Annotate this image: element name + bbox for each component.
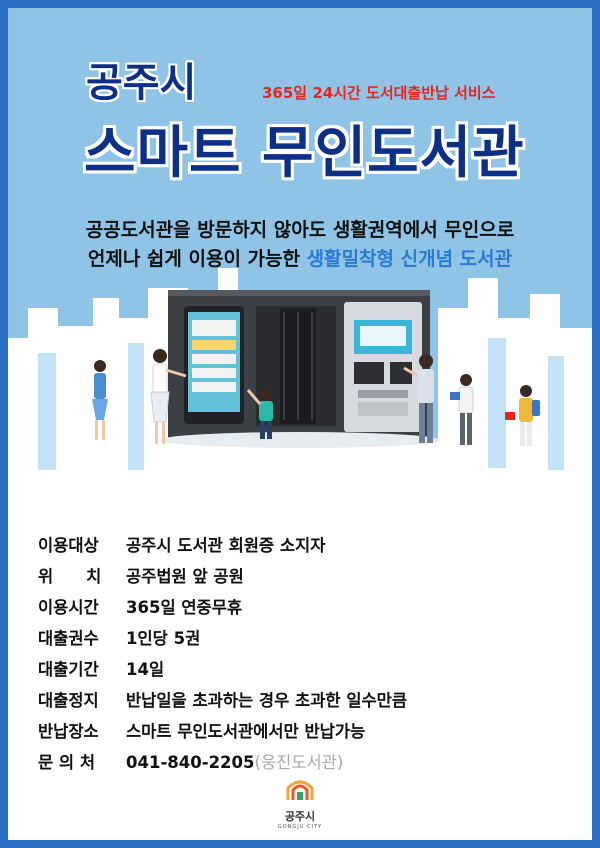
info-value: 365일 연중무휴 xyxy=(126,598,243,617)
title-city-name: 공주시 xyxy=(86,60,197,106)
info-value: 공주법원 앞 공원 xyxy=(126,567,244,586)
info-label: 대출권수 xyxy=(38,629,99,648)
info-value: 반납일을 초과하는 경우 초과한 일수만큼 xyxy=(126,691,408,710)
info-value: 14일 xyxy=(126,660,165,679)
info-label: 문 의 처 xyxy=(38,753,96,772)
title-smart-library: 스마트 무인도서관 xyxy=(84,121,525,186)
info-value: 스마트 무인도서관에서만 반납가능 xyxy=(126,722,366,741)
info-value: 1인당 5권 xyxy=(126,629,201,648)
info-value: 041-840-2205(웅진도서관) xyxy=(126,749,343,773)
city-logo: 공주시 GONGJU CITY xyxy=(276,776,324,836)
city-skyline-illustration xyxy=(8,268,592,502)
contact-note: (웅진도서관) xyxy=(254,753,344,772)
hero-section: 공주시 365일 24시간 도서대출반납 서비스 스마트 무인도서관 공공도서관… xyxy=(8,8,592,502)
info-label: 이용시간 xyxy=(38,598,99,617)
description-line-2-prefix: 언제나 쉽게 이용이 가능한 xyxy=(87,248,307,270)
service-tagline: 365일 24시간 도서대출반납 서비스 xyxy=(262,84,496,102)
info-label: 이용대상 xyxy=(38,536,99,555)
city-emblem-icon xyxy=(286,780,314,800)
poster: 공주시 365일 24시간 도서대출반납 서비스 스마트 무인도서관 공공도서관… xyxy=(8,8,592,840)
info-label: 대출기간 xyxy=(38,660,99,679)
description-line-1: 공공도서관을 방문하지 않아도 생활권역에서 무인으로 xyxy=(85,219,515,241)
info-label: 대출정지 xyxy=(38,691,99,710)
info-value: 공주시 도서관 회원증 소지자 xyxy=(126,536,326,555)
description-highlight: 생활밀착형 신개념 도서관 xyxy=(306,248,513,270)
logo-city-sub: GONGJU CITY xyxy=(277,824,323,830)
description-line-2: 언제나 쉽게 이용이 가능한 생활밀착형 신개념 도서관 xyxy=(8,244,592,271)
info-label: 위 치 xyxy=(38,567,102,586)
contact-phone: 041-840-2205 xyxy=(126,753,255,772)
info-label: 반납장소 xyxy=(38,722,99,741)
logo-city-name: 공주시 xyxy=(284,810,316,823)
